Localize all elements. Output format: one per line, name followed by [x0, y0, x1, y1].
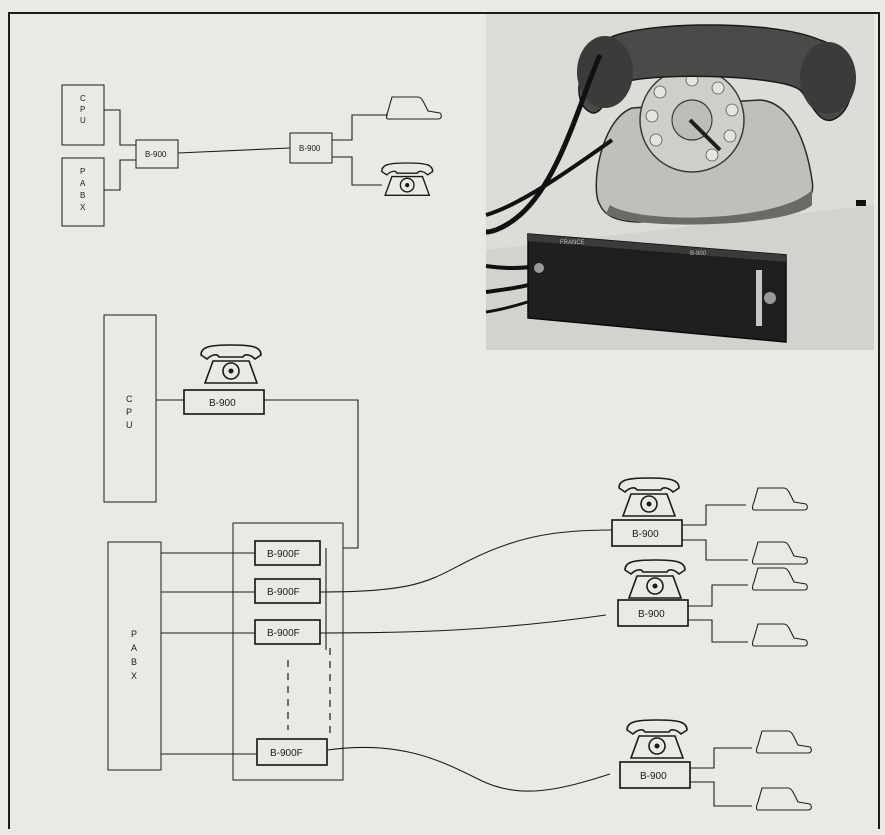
remote-1-phone-icon: [619, 478, 679, 516]
remote-line-3: [327, 747, 610, 791]
remote-3-b900-label: B-900: [640, 771, 667, 782]
remote-3-terminal-a-icon: [757, 731, 812, 753]
remote-1-terminal-a-wire: [682, 505, 746, 525]
top-pabx-wire: [104, 160, 136, 190]
bottom-pabx-box: [108, 542, 161, 770]
top-terminal-wire: [332, 115, 388, 140]
remote-2-phone-icon: [625, 560, 685, 598]
top-terminal-icon: [387, 97, 442, 119]
remote-3-terminal-a-wire: [690, 748, 752, 768]
remote-2-terminal-a-wire: [688, 585, 748, 606]
photo-panel-label-left: FRANCE: [560, 240, 585, 246]
remote-3-phone-icon: [627, 720, 687, 758]
remote-1-terminal-a-icon: [753, 488, 808, 510]
product-photo: FRANCE B-900: [486, 14, 874, 350]
remote-1-b900-label: B-900: [632, 529, 659, 540]
remote-2-terminal-a-icon: [753, 568, 808, 590]
bottom-cpu-b900-label: B-900: [209, 398, 236, 409]
remote-line-1: [320, 530, 612, 592]
rack-device-1-label: B-900F: [267, 549, 300, 560]
remote-2-terminal-b-wire: [688, 620, 748, 642]
top-trunk-wire: [178, 148, 290, 153]
remote-3-terminal-b-icon: [757, 788, 812, 810]
top-b900-left-label: B-900: [145, 150, 167, 159]
rack-device-2-label: B-900F: [267, 587, 300, 598]
top-cpu-wire: [104, 110, 136, 145]
remote-line-2: [320, 615, 606, 633]
remote-3-terminal-b-wire: [690, 782, 752, 806]
remote-1-terminal-b-wire: [682, 540, 748, 560]
bottom-cpu-phone-icon: [201, 345, 261, 383]
photo-panel-label-right: B-900: [690, 251, 707, 257]
top-phone-wire: [332, 157, 382, 185]
remote-1-terminal-b-icon: [753, 542, 808, 564]
remote-2-b900-label: B-900: [638, 609, 665, 620]
top-b900-right-label: B-900: [299, 144, 321, 153]
rack-device-3-label: B-900F: [267, 628, 300, 639]
top-phone-icon: [382, 163, 433, 195]
remote-2-terminal-b-icon: [753, 624, 808, 646]
rack-device-4-label: B-900F: [270, 748, 303, 759]
